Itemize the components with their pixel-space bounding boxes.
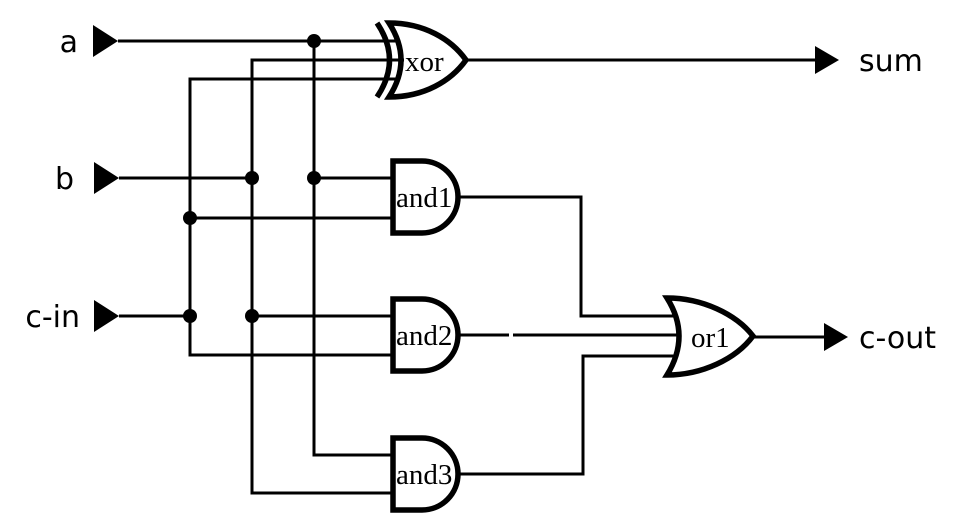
label-output-cout: c-out xyxy=(859,321,936,356)
xor-gate: xor xyxy=(374,20,470,100)
junction-b-and2 xyxy=(245,309,259,323)
and2-gate-label: and2 xyxy=(396,320,452,352)
wire-and3-to-or1 xyxy=(456,354,674,476)
junction-a-and1 xyxy=(307,171,321,185)
gates: xor and1 and2 and3 or1 xyxy=(374,20,757,513)
and1-gate: and1 xyxy=(390,158,461,236)
and1-gate-body xyxy=(390,158,461,236)
junction-b-line xyxy=(245,171,259,185)
input-port-a-icon xyxy=(93,25,118,57)
label-input-a: a xyxy=(60,25,78,60)
and3-gate-label: and3 xyxy=(396,459,452,491)
and2-gate-body xyxy=(390,296,461,374)
output-port-cout-icon xyxy=(824,323,848,351)
xor-gate-body xyxy=(383,20,470,100)
junction-cin-line xyxy=(183,309,197,323)
output-port-sum-icon xyxy=(815,46,839,74)
label-input-cin: c-in xyxy=(25,300,80,335)
xor-gate-label: xor xyxy=(405,46,444,78)
ports xyxy=(93,25,848,351)
label-input-b: b xyxy=(55,162,74,197)
input-port-cin-icon xyxy=(94,300,119,332)
and3-gate: and3 xyxy=(390,435,461,513)
wires xyxy=(118,39,825,495)
wire-b-vertical xyxy=(250,58,404,495)
xor-gate-extra-arc xyxy=(374,21,393,99)
and3-gate-body xyxy=(390,435,461,513)
or1-gate-label: or1 xyxy=(691,322,730,354)
label-output-sum: sum xyxy=(859,44,923,79)
wire-a-vertical-to-and3 xyxy=(312,41,395,457)
junction-a-top xyxy=(307,34,321,48)
and2-gate: and2 xyxy=(390,296,461,374)
or1-gate: or1 xyxy=(662,295,757,378)
and1-gate-label: and1 xyxy=(396,182,452,214)
wire-and1-to-or1 xyxy=(456,195,674,318)
or1-gate-body xyxy=(662,295,757,378)
input-port-b-icon xyxy=(94,162,119,194)
junctions xyxy=(183,34,321,323)
io-labels: a b c-in sum c-out xyxy=(25,25,936,356)
junction-cin-and1 xyxy=(183,211,197,225)
